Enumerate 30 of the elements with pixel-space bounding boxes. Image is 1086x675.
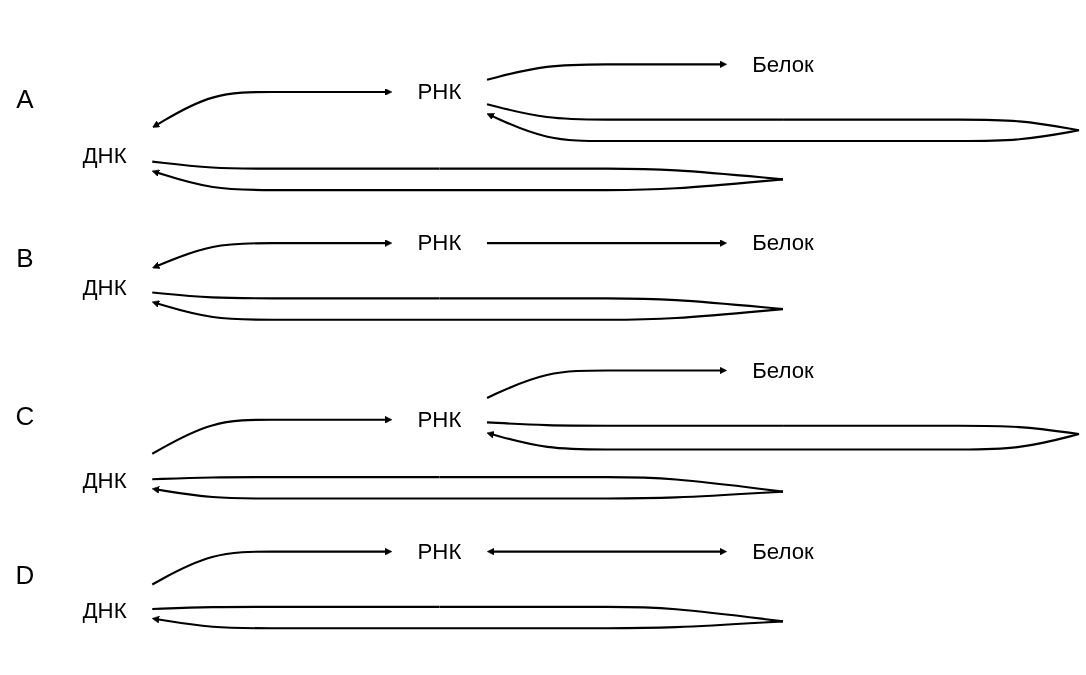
arrow: [151, 160, 784, 192]
arrow: [486, 60, 727, 81]
node-text: Белок: [752, 51, 814, 77]
row-label: C: [15, 401, 35, 433]
node-text: ДНК: [82, 142, 127, 169]
node-text: РНК: [417, 406, 462, 433]
arrow: [151, 476, 784, 500]
node-text: РНК: [417, 538, 462, 565]
arrow: [152, 239, 393, 269]
node-text: РНК: [417, 78, 462, 105]
arrow: [487, 239, 727, 247]
node-text: Белок: [752, 357, 814, 383]
arrow: [486, 103, 1080, 143]
node-text: ДНК: [82, 597, 127, 624]
node-text: ДНК: [82, 274, 127, 301]
arrow: [487, 547, 727, 556]
node-text: РНК: [417, 229, 462, 256]
row-label: D: [15, 560, 35, 592]
arrow: [486, 421, 1080, 451]
arrow: [151, 605, 784, 630]
arrow: [151, 547, 393, 586]
arrow: [486, 366, 727, 399]
node-text: Белок: [752, 229, 814, 256]
arrow: [152, 88, 393, 128]
node-text: ДНК: [82, 467, 127, 494]
row-label: B: [16, 242, 34, 274]
row-label: A: [16, 83, 34, 115]
arrow: [151, 291, 784, 321]
arrow: [151, 415, 393, 455]
node-text: Белок: [752, 538, 814, 565]
